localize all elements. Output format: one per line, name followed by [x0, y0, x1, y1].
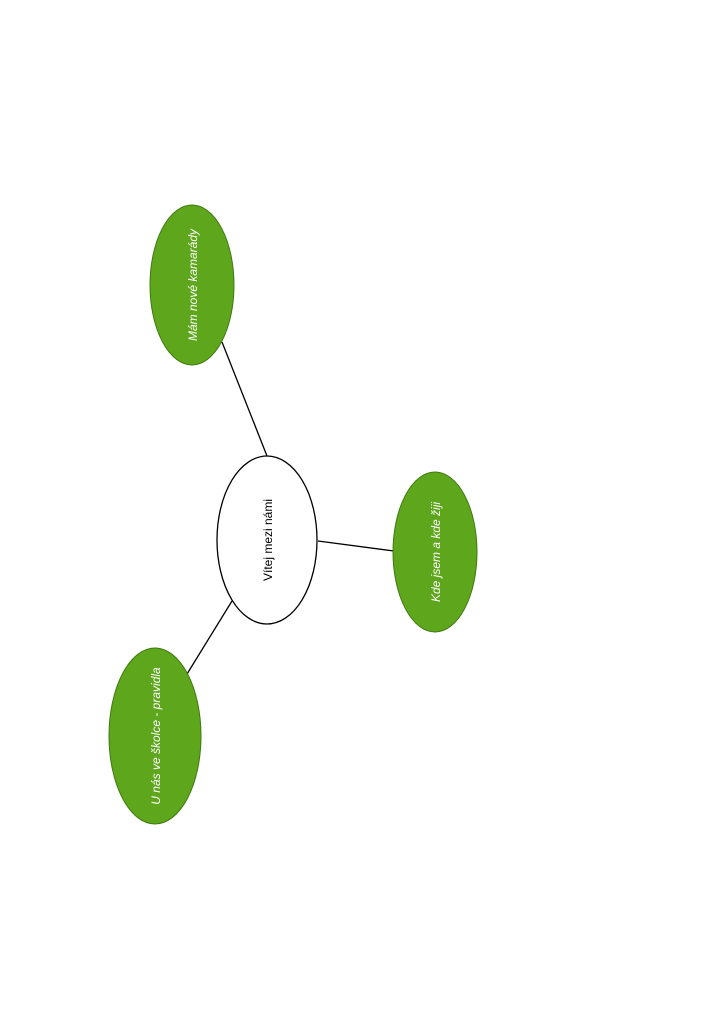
- center-node: Vítej mezi námi: [216, 455, 318, 625]
- branch-node-friends: Mám nové kamarády: [149, 204, 235, 366]
- connector-line: [186, 600, 233, 675]
- branch-label: Mám nové kamarády: [186, 228, 200, 341]
- branch-label: Kde jsem a kde žiji: [429, 502, 443, 602]
- branch-label: U nás ve školce - pravidla: [149, 667, 163, 805]
- center-node-label: Vítej mezi námi: [261, 499, 275, 581]
- branch-node-home: Kde jsem a kde žiji: [392, 471, 478, 633]
- branch-node-rules: U nás ve školce - pravidla: [108, 647, 202, 825]
- connector-line: [317, 540, 395, 552]
- connector-line: [221, 341, 268, 457]
